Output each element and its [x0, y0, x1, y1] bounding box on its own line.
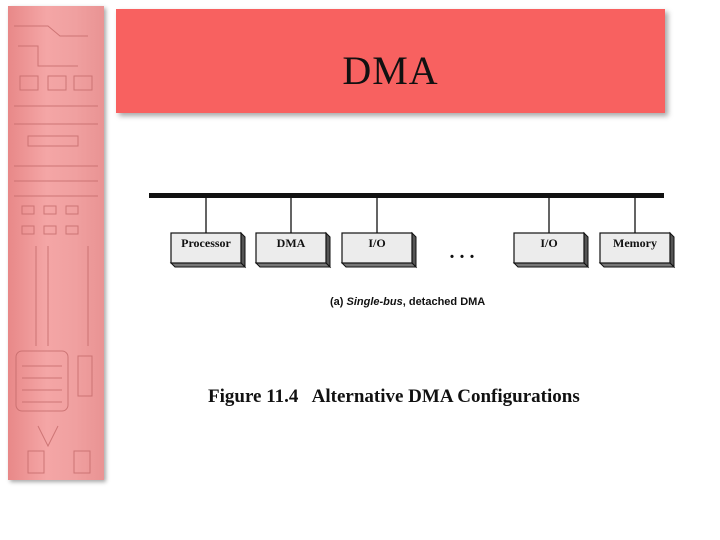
- decorative-side-strip: [8, 6, 104, 480]
- box-shadow-side: [240, 231, 246, 269]
- box-shadow-bottom: [598, 262, 676, 268]
- slide-title: DMA: [342, 48, 439, 93]
- box-shadow-bottom: [340, 262, 418, 268]
- box-label: I/O: [368, 236, 385, 250]
- box-label: I/O: [540, 236, 557, 250]
- subfigure-caption: (a) Single-bus, detached DMA: [330, 296, 485, 308]
- component-box: Processor: [169, 198, 247, 269]
- subcaption-italic: Single-bus: [346, 296, 403, 308]
- system-bus: [149, 193, 664, 198]
- box-shadow-bottom: [169, 262, 247, 268]
- component-box: Memory: [598, 198, 676, 269]
- box-shadow-bottom: [512, 262, 590, 268]
- box-face: [170, 232, 242, 264]
- title-banner: DMA: [116, 9, 665, 113]
- box-face: [255, 232, 327, 264]
- box-shadow-side: [325, 231, 331, 269]
- component-box: I/O: [340, 198, 418, 269]
- box-shadow-side: [411, 231, 417, 269]
- figure-caption: Figure 11.4 Alternative DMA Configuratio…: [208, 386, 580, 407]
- box-label: DMA: [277, 236, 306, 250]
- box-label: Processor: [181, 236, 231, 250]
- subcaption-prefix: (a): [330, 296, 347, 308]
- box-face: [341, 232, 413, 264]
- component-box: I/O: [512, 198, 590, 269]
- circuit-pattern-decoration: [14, 25, 98, 474]
- box-face: [513, 232, 585, 264]
- component-box: DMA: [254, 198, 332, 269]
- subcaption-rest: , detached DMA: [402, 296, 486, 308]
- box-face: [599, 232, 671, 264]
- ellipsis: . . .: [450, 241, 475, 263]
- box-label: Memory: [613, 236, 657, 250]
- box-shadow-bottom: [254, 262, 332, 268]
